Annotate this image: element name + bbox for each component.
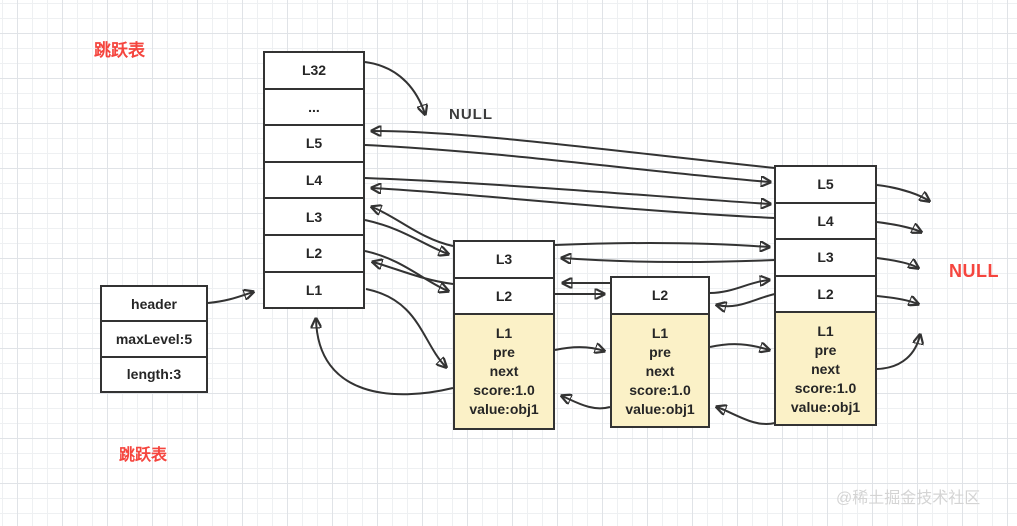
node3-level-l2: L2 [776,274,875,312]
arrow-node2next-to-node3-icon [709,344,769,350]
node3-record: L1 pre next score:1.0 value:obj1 [776,311,875,425]
arrow-headl1-to-node1next-icon [365,288,446,367]
node3-level-l3: L3 [776,238,875,275]
head-level-stack: L32 ... L5 L4 L3 L2 L1 [263,51,365,310]
node1-level-l2: L2 [455,276,553,314]
node1-record-pre: pre [493,344,515,361]
node1-record: L1 pre next score:1.0 value:obj1 [455,313,553,429]
head-level-l4: L4 [265,160,363,198]
arrow-node1l3-to-node3l3-icon [554,243,769,247]
arrow-node3l4-to-headl4-icon [372,188,776,219]
node1-record-value: value:obj1 [469,401,539,418]
arrow-l32-to-null-icon [364,61,425,114]
head-level-l3: L3 [265,197,363,234]
arrow-node1next-to-node2-icon [554,347,604,351]
arrow-headl4-to-node3l4-icon [364,177,770,204]
node2-record-next: next [645,362,675,379]
node3-record-value: value:obj1 [790,399,861,416]
arrow-headl2-to-node1l2-icon [364,250,448,291]
skiplist-node-3: L5 L4 L3 L2 L1 pre next score:1.0 value:… [774,165,877,427]
arrow-node3l4-to-null-icon [876,221,921,232]
head-level-l5: L5 [265,124,363,161]
head-level-l2: L2 [265,233,363,271]
watermark: @稀土掘金技术社区 [836,490,981,507]
null-label-top: NULL [449,106,493,123]
arrow-node3pre-to-node2-icon [717,407,776,425]
node3-level-l5: L5 [776,167,875,202]
node2-record-pre: pre [649,343,671,360]
arrow-headl3-to-node1l3-icon [364,219,448,254]
node2-record: L1 pre next score:1.0 value:obj1 [612,312,708,426]
diagram-title-top: 跳跃表 [94,41,145,60]
node3-record-level: L1 [817,323,834,340]
head-level-ellipsis: ... [265,87,363,125]
arrow-node3l5-to-null-icon [876,184,929,201]
node2-record-value: value:obj1 [625,400,695,417]
arrow-node1pre-to-head-icon [316,319,454,396]
skiplist-node-2: L2 L1 pre next score:1.0 value:obj1 [610,276,710,428]
header-info-row-length: length:3 [102,355,206,391]
node2-record-level: L1 [651,324,669,341]
node2-level-l2: L2 [612,278,708,313]
skiplist-node-1: L3 L2 L1 pre next score:1.0 value:obj1 [453,240,555,431]
node3-level-l4: L4 [776,201,875,239]
header-info-row-header: header [102,287,206,321]
arrow-node3l2-to-null-icon [876,295,918,304]
node1-record-next: next [489,363,519,380]
node2-record-score: score:1.0 [629,381,691,398]
arrow-node2l2-to-node3l2-icon [709,280,769,294]
arrow-node3l1-up-icon [876,335,920,370]
diagram-title-bottom: 跳跃表 [119,447,168,464]
arrow-headl5-to-node3l5-icon [364,144,770,182]
null-label-right: NULL [949,261,999,281]
arrow-node3l3-to-node1l3-icon [562,258,776,262]
head-level-l32: L32 [265,53,363,88]
header-info-box: header maxLevel:5 length:3 [100,285,208,393]
node1-record-level: L1 [495,325,513,342]
arrow-node3l2-to-node2l2-icon [717,293,776,306]
arrow-node1l2-to-headl2-icon [373,262,454,285]
arrow-node1l3-to-headl3-icon [372,207,454,247]
arrow-node3l5-to-headl5-icon [372,131,776,169]
node3-record-score: score:1.0 [794,380,857,397]
arrow-node3l3-to-null-icon [876,257,918,268]
node3-record-next: next [811,361,840,378]
arrow-headerbox-to-stack [207,292,253,304]
node1-level-l3: L3 [455,242,553,277]
node1-record-score: score:1.0 [473,382,535,399]
node3-record-pre: pre [814,342,837,359]
header-info-row-maxlevel: maxLevel:5 [102,320,206,356]
head-level-l1: L1 [265,270,363,308]
arrow-node2pre-to-node1-icon [562,396,611,410]
